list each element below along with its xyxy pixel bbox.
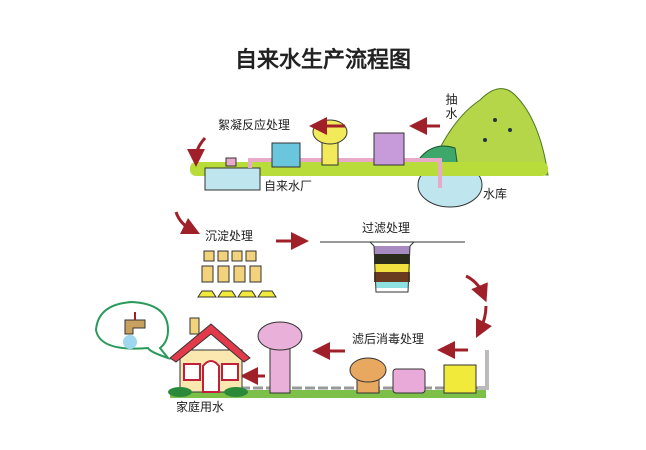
- arrow-down-left: [187, 136, 207, 167]
- house: [168, 317, 251, 397]
- mountain: [429, 88, 549, 176]
- label-sedimentation: 沉淀处理: [205, 229, 254, 243]
- label-disinfection: 滤后消毒处理: [352, 332, 425, 346]
- yellow-tank: [443, 364, 477, 394]
- faucet-speech-bubble: [94, 300, 171, 361]
- page-title: 自来水生产流程图: [234, 48, 411, 73]
- pink-tank: [392, 368, 426, 394]
- bottom-ground: [170, 390, 486, 398]
- arrow-right-1: [465, 274, 488, 303]
- purple-building: [373, 132, 405, 166]
- label-filtration: 过滤处理: [362, 221, 411, 235]
- label-plant: 自来水厂: [264, 179, 313, 193]
- label-household: 家庭用水: [176, 400, 225, 414]
- water-tower: [257, 321, 303, 394]
- sedimentation-tanks: [197, 250, 277, 298]
- filter-basin: [320, 241, 465, 293]
- blue-building: [271, 142, 301, 168]
- label-flocculation: 絮凝反应处理: [218, 118, 291, 132]
- arrow-right-2: [475, 305, 493, 339]
- mixer: [225, 157, 237, 167]
- label-pump: 抽水: [444, 93, 458, 121]
- pipe: [248, 158, 442, 188]
- label-reservoir: 水库: [483, 187, 508, 201]
- treatment-pond: [204, 167, 261, 191]
- vertical-pipe: [478, 350, 489, 390]
- orange-dome: [349, 357, 387, 394]
- arrow-to-sedimentation: [174, 211, 201, 235]
